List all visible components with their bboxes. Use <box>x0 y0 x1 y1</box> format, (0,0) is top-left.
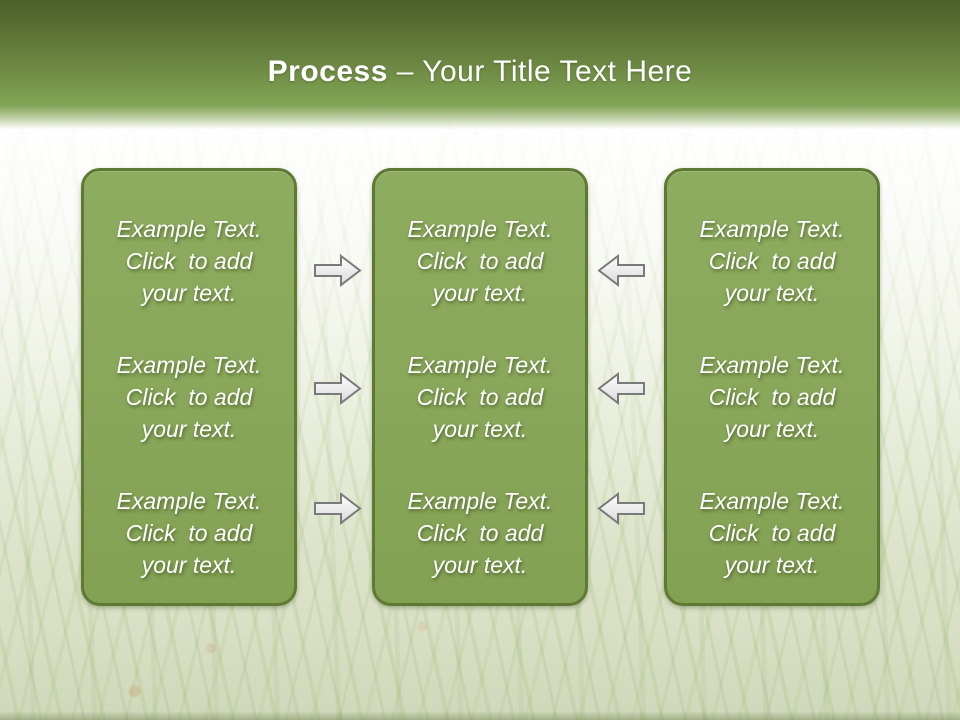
text-placeholder: Example Text. Click to add your text. <box>116 216 262 306</box>
arrow-left-icon <box>597 372 645 405</box>
text-placeholder: Example Text. Click to add your text. <box>407 488 553 578</box>
text-placeholder: Example Text. Click to add your text. <box>699 488 845 578</box>
arrow-right-icon <box>314 254 362 287</box>
arrow-right-icon <box>314 372 362 405</box>
title-text: – Your Title Text Here <box>396 55 693 88</box>
arrow-right-icon <box>314 492 362 525</box>
slide-title: Process – Your Title Text Here <box>0 52 960 92</box>
process-box-center: Example Text. Click to add your text. Ex… <box>372 168 588 606</box>
process-box-right: Example Text. Click to add your text. Ex… <box>664 168 880 606</box>
bottom-shade <box>0 711 960 720</box>
text-placeholder: Example Text. Click to add your text. <box>116 488 262 578</box>
text-placeholder: Example Text. Click to add your text. <box>116 352 262 442</box>
title-band <box>0 0 960 132</box>
text-placeholder: Example Text. Click to add your text. <box>407 216 553 306</box>
arrow-left-icon <box>597 254 645 287</box>
text-placeholder: Example Text. Click to add your text. <box>699 352 845 442</box>
arrow-left-icon <box>597 492 645 525</box>
title-keyword: Process <box>267 55 388 88</box>
process-box-left: Example Text. Click to add your text. Ex… <box>81 168 297 606</box>
text-placeholder: Example Text. Click to add your text. <box>407 352 553 442</box>
text-placeholder: Example Text. Click to add your text. <box>699 216 845 306</box>
